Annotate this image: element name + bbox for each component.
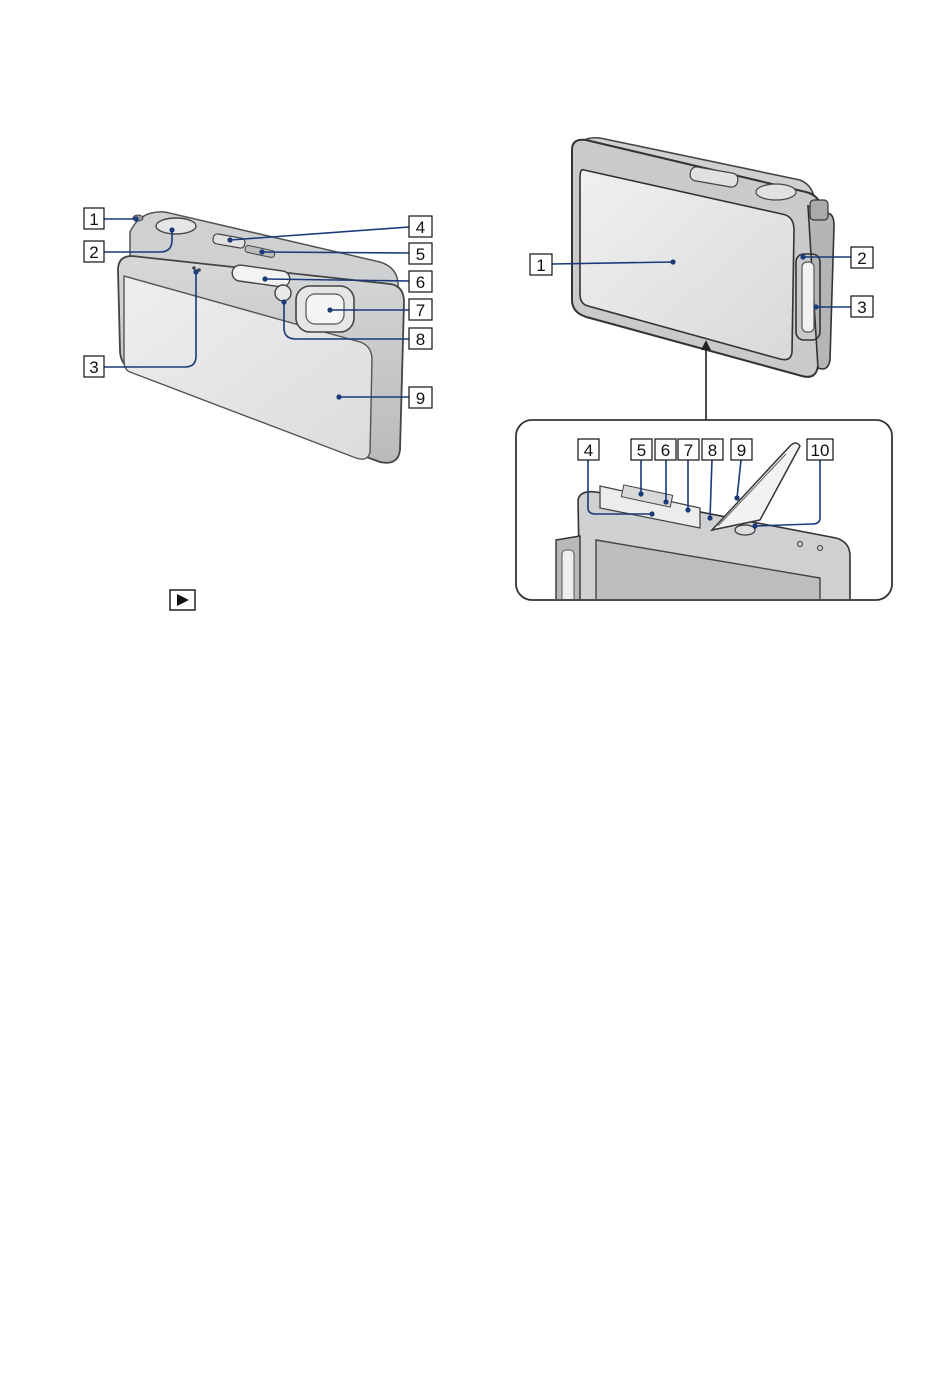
- front-callout-1: 1: [84, 208, 104, 229]
- svg-text:9: 9: [416, 389, 425, 408]
- svg-text:6: 6: [661, 441, 670, 460]
- svg-text:3: 3: [857, 298, 866, 317]
- svg-text:3: 3: [89, 358, 98, 377]
- svg-text:7: 7: [416, 301, 425, 320]
- svg-text:4: 4: [584, 441, 593, 460]
- front-callout-3: 3: [84, 356, 104, 377]
- front-callout-6: 6: [409, 271, 432, 292]
- bottom-callout-7: 7: [678, 439, 699, 460]
- play-triangle-icon: [170, 590, 195, 610]
- svg-text:6: 6: [416, 273, 425, 292]
- front-callout-2: 2: [84, 241, 104, 262]
- front-callout-7: 7: [409, 299, 432, 320]
- svg-text:2: 2: [89, 243, 98, 262]
- svg-text:5: 5: [637, 441, 646, 460]
- front-callout-8: 8: [409, 328, 432, 349]
- front-callout-9: 9: [409, 387, 432, 408]
- front-callout-5: 5: [409, 243, 432, 264]
- svg-text:1: 1: [89, 210, 98, 229]
- bottom-callout-5: 5: [631, 439, 652, 460]
- front-camera-illustration: [104, 212, 409, 463]
- bottom-callout-6: 6: [655, 439, 676, 460]
- back-callout-1: 1: [530, 254, 552, 275]
- svg-text:4: 4: [416, 218, 425, 237]
- svg-text:5: 5: [416, 245, 425, 264]
- svg-text:8: 8: [416, 330, 425, 349]
- svg-text:8: 8: [708, 441, 717, 460]
- back-callout-2: 2: [851, 247, 873, 268]
- svg-text:1: 1: [536, 256, 545, 275]
- front-callout-4: 4: [409, 216, 432, 237]
- bottom-callout-8: 8: [702, 439, 723, 460]
- back-camera-illustration: [552, 138, 851, 377]
- svg-text:7: 7: [684, 441, 693, 460]
- bottom-callout-10: 10: [807, 439, 833, 460]
- back-callout-3: 3: [851, 296, 873, 317]
- svg-text:9: 9: [737, 441, 746, 460]
- bottom-callout-9: 9: [731, 439, 752, 460]
- view-arrow: [701, 340, 711, 420]
- svg-text:10: 10: [811, 441, 830, 460]
- bottom-callout-4: 4: [578, 439, 599, 460]
- svg-text:2: 2: [857, 249, 866, 268]
